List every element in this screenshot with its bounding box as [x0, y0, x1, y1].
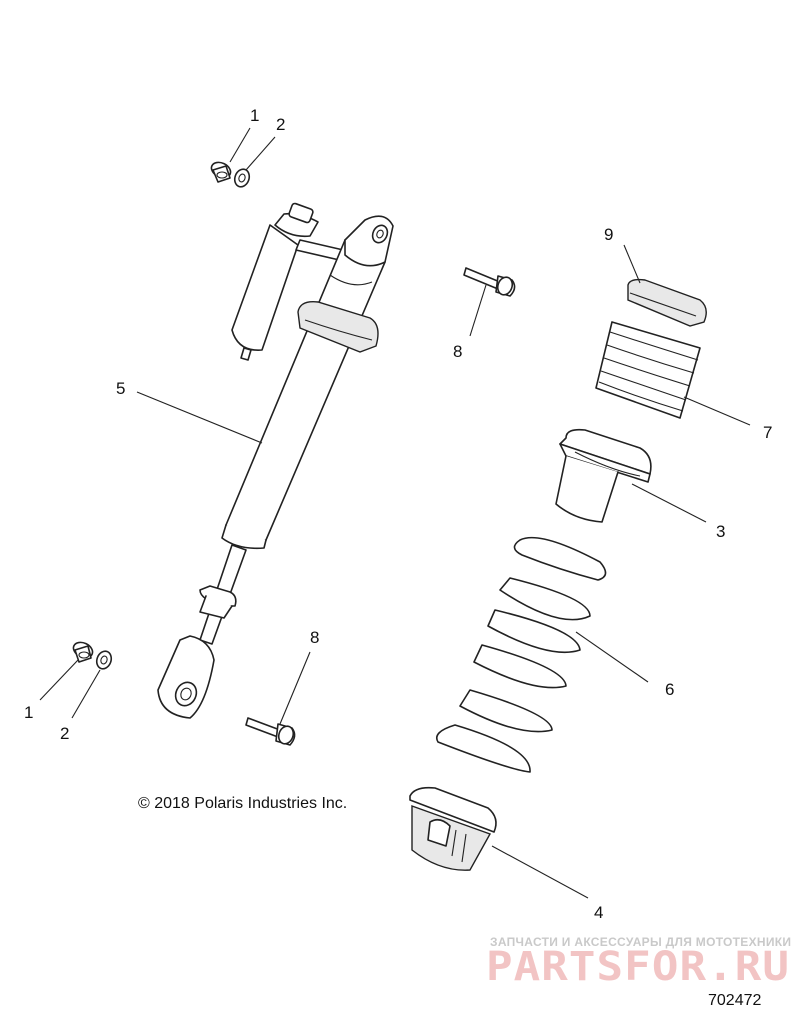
callout-7: 7 — [763, 423, 772, 442]
callout-1-bottom: 1 — [24, 703, 33, 722]
part-2-top-washer — [233, 168, 251, 188]
callout-labels: 1 2 9 8 5 7 3 6 8 1 2 4 — [24, 106, 772, 922]
part-8-bottom-bolt — [245, 717, 296, 746]
part-1-bottom-flange-nut — [72, 641, 94, 663]
watermark-brand: PARTSFOR.RU — [486, 944, 790, 990]
copyright-notice: © 2018 Polaris Industries Inc. — [138, 795, 347, 812]
callout-2-bottom: 2 — [60, 724, 69, 743]
part-2-bottom-washer — [95, 650, 113, 670]
callout-1-top: 1 — [250, 106, 259, 125]
callout-6: 6 — [665, 680, 674, 699]
part-3-spring-adapter — [555, 428, 652, 523]
document-number: 702472 — [708, 992, 761, 1009]
callout-9: 9 — [604, 225, 613, 244]
leader-lines — [39, 127, 751, 899]
callout-4: 4 — [594, 903, 603, 922]
callout-3: 3 — [716, 522, 725, 541]
part-8-top-bolt — [463, 267, 516, 297]
part-1-top-flange-nut — [210, 161, 232, 183]
callout-5: 5 — [116, 379, 125, 398]
part-7-bellows — [595, 321, 701, 419]
callout-8-bottom: 8 — [310, 628, 319, 647]
part-9-spring-retainer — [627, 278, 707, 327]
callout-2-top: 2 — [276, 115, 285, 134]
part-6-coil-spring — [436, 536, 607, 773]
part-4-lower-spring-seat — [409, 786, 497, 871]
watermark-tagline: ЗАПЧАСТИ И АКСЕССУАРЫ ДЛЯ МОТОТЕХНИКИ — [490, 935, 791, 949]
part-5-shock-absorber — [157, 202, 394, 719]
callout-8-top: 8 — [453, 342, 462, 361]
watermark: ЗАПЧАСТИ И АКСЕССУАРЫ ДЛЯ МОТОТЕХНИКИ PA… — [486, 935, 791, 990]
